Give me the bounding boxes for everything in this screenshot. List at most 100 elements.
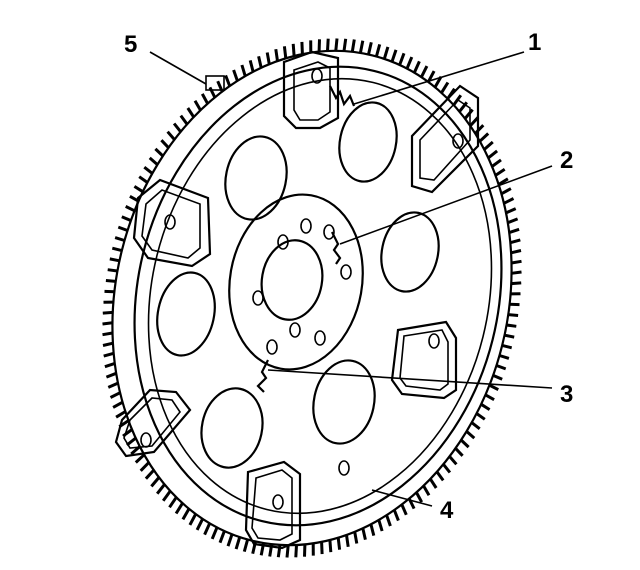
gear-tooth xyxy=(133,185,144,193)
gear-tooth xyxy=(415,491,424,503)
gear-tooth xyxy=(504,333,515,339)
callout-1-label: 1 xyxy=(528,29,541,56)
gear-tooth xyxy=(218,530,226,544)
gear-tooth xyxy=(111,246,123,253)
gear-tooth xyxy=(374,44,382,57)
gear-tooth xyxy=(109,391,121,399)
gear-tooth xyxy=(291,43,296,57)
gear-tooth xyxy=(114,236,125,242)
gear-tooth xyxy=(412,60,421,74)
gear-tooth xyxy=(148,156,159,166)
gear-tooth xyxy=(102,310,113,315)
gear-tooth xyxy=(377,519,384,532)
gear-tooth xyxy=(160,139,170,149)
gear-tooth xyxy=(494,168,506,177)
gear-tooth xyxy=(474,124,485,135)
gear-tooth xyxy=(491,158,502,168)
gear-tooth xyxy=(336,537,342,550)
gear-tooth xyxy=(242,539,250,552)
gear-tooth xyxy=(112,400,124,409)
gear-tooth xyxy=(154,147,164,158)
gear-tooth xyxy=(168,496,178,509)
callout-5-label: 5 xyxy=(124,31,137,58)
gear-tooth xyxy=(226,533,234,547)
gear-tooth xyxy=(144,469,155,480)
gear-tooth xyxy=(492,374,503,381)
gear-tooth xyxy=(300,41,304,55)
gear-tooth xyxy=(200,93,209,105)
gear-tooth xyxy=(107,381,119,389)
gear-tooth xyxy=(483,140,494,151)
gear-tooth xyxy=(125,205,136,213)
gear-tooth xyxy=(224,74,232,87)
gear-tooth xyxy=(150,476,161,488)
gear-tooth xyxy=(511,281,522,286)
gear-tooth xyxy=(470,421,481,430)
gear-tooth xyxy=(358,40,365,54)
balance-hole xyxy=(338,460,350,476)
gear-tooth xyxy=(510,249,522,255)
gear-tooth xyxy=(497,177,509,186)
converter-bolt-pads xyxy=(114,50,480,550)
plate-inner-rim xyxy=(147,77,493,515)
gear-tooth xyxy=(328,539,333,553)
gear-tooth xyxy=(488,383,499,391)
gear-tooth xyxy=(138,175,149,184)
gear-tooth xyxy=(274,48,279,62)
callout-3-label: 3 xyxy=(560,381,573,408)
gear-tooth xyxy=(186,107,195,118)
gear-tooth xyxy=(193,100,202,111)
gear-tooth xyxy=(507,217,519,225)
gear-tooth xyxy=(139,461,150,472)
gear-tooth xyxy=(203,522,212,536)
gear-tooth xyxy=(508,227,520,235)
gear-tooth xyxy=(385,514,392,527)
gear-tooth xyxy=(156,483,166,495)
gear-tooth xyxy=(398,52,406,66)
gear-tooth xyxy=(265,52,271,65)
gear-tooth xyxy=(420,65,429,78)
callout-4-label: 4 xyxy=(440,497,454,524)
gear-tooth xyxy=(282,46,288,59)
gear-tooth xyxy=(511,270,522,275)
gear-tooth xyxy=(458,101,468,113)
gear-tooth xyxy=(181,508,191,521)
hub-outer-ring xyxy=(228,193,364,371)
gear-tooth xyxy=(509,238,521,245)
gear-tooth xyxy=(350,39,356,53)
gear-tooth xyxy=(179,114,189,126)
gear-tooth xyxy=(102,341,114,347)
gear-tooth xyxy=(469,116,480,127)
gear-tooth xyxy=(195,518,204,531)
gear-tooth xyxy=(345,534,350,548)
gear-tooth xyxy=(210,526,219,540)
gear-tooth xyxy=(508,313,519,317)
gear-tooth xyxy=(495,364,507,371)
gear-tooth xyxy=(174,502,184,515)
gear-tooth xyxy=(232,69,239,82)
gear-tooth xyxy=(460,438,470,449)
gear-tooth xyxy=(503,197,515,205)
ring-gear-teeth xyxy=(102,38,522,558)
gear-tooth xyxy=(367,41,373,55)
gear-tooth xyxy=(361,527,367,541)
gear-tooth xyxy=(390,49,398,63)
gear-tooth xyxy=(121,215,132,222)
gear-tooth xyxy=(294,544,298,558)
gear-tooth xyxy=(475,412,486,421)
crank-bolt-holes xyxy=(252,218,352,355)
gear-tooth xyxy=(115,410,127,419)
gear-tooth xyxy=(435,470,445,482)
gear-tooth xyxy=(102,321,113,326)
gear-tooth xyxy=(166,130,176,141)
gear-tooth xyxy=(448,455,458,466)
gear-tooth xyxy=(342,38,348,52)
lightening-holes xyxy=(156,101,440,469)
gear-tooth xyxy=(440,81,450,94)
gear-tooth xyxy=(500,187,512,196)
hub-center-bore xyxy=(260,239,324,321)
gear-tooth xyxy=(143,166,154,175)
gear-tooth xyxy=(353,531,359,544)
